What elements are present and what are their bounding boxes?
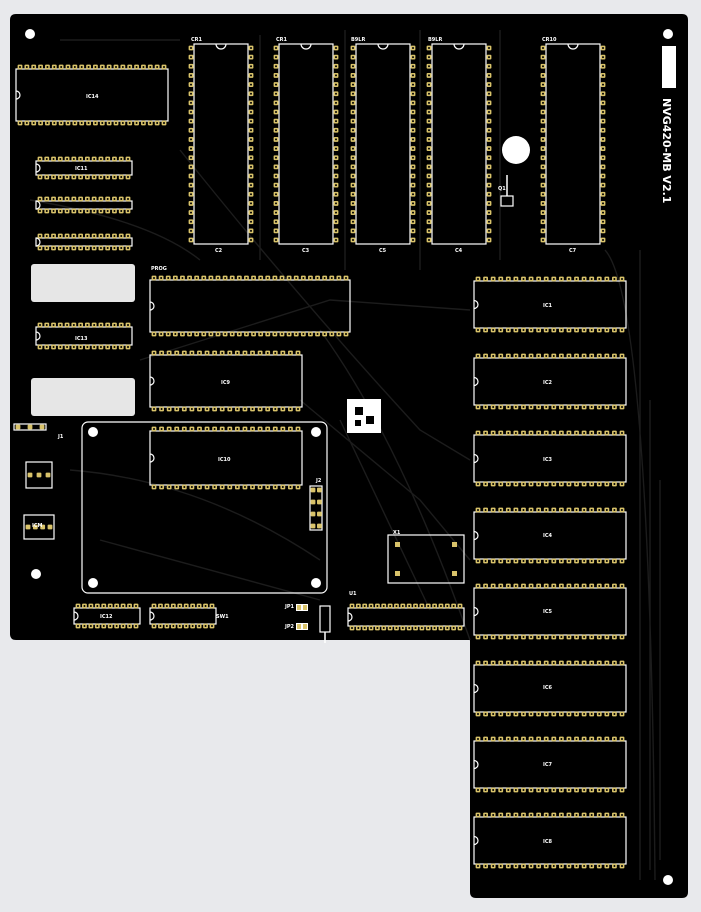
chip-ic9 — [149, 350, 303, 412]
socket-label-5: CR10 — [542, 37, 557, 43]
chip-labels: IC14 IC11 IC9 IC10 IC12 IC13 IC1 IC2 IC3… — [32, 94, 553, 845]
cap-label-c2: C2 — [215, 248, 223, 254]
chip-label-ic9: IC9 — [221, 380, 231, 386]
transistor-q1 — [500, 175, 514, 207]
chip-ic14 — [15, 64, 169, 126]
chip-prog — [149, 275, 351, 337]
pin-pad — [40, 524, 46, 530]
pin-pad — [45, 472, 51, 478]
chip-label-ic1: IC1 — [543, 303, 553, 309]
silk-blank-2 — [31, 378, 135, 416]
crystal-x1: X1 — [387, 530, 465, 584]
u1-label: U1 — [349, 591, 357, 597]
chip-ic2 — [473, 353, 627, 410]
cap-label-c3: C3 — [302, 248, 310, 254]
chip-label-ic12: IC12 — [100, 614, 113, 620]
chip-u1 — [347, 603, 465, 631]
jp2-label: JP2 — [284, 624, 295, 630]
chip-ic1 — [473, 276, 627, 333]
silk-blank-1 — [31, 264, 135, 302]
chip-ic11 — [35, 156, 133, 180]
pin-pad — [27, 424, 33, 430]
chip-label-ic4: IC4 — [543, 533, 553, 539]
pin-pad — [47, 524, 53, 530]
chip-ic7 — [473, 736, 627, 793]
socket-5 — [540, 43, 606, 245]
socket-4 — [426, 43, 492, 245]
chip-c2 — [35, 233, 133, 251]
chip-ic13 — [35, 322, 133, 350]
chip-label-icm: ICM — [32, 523, 43, 529]
pin-pad — [310, 487, 316, 493]
chip-label-ic10: IC10 — [218, 457, 231, 463]
title-silk-bar — [662, 46, 676, 88]
logo-mark — [347, 399, 381, 433]
chip-label-ic5: IC5 — [543, 609, 553, 615]
socket-2 — [273, 43, 339, 245]
cap-label-c7: C7 — [569, 248, 577, 254]
chip-ic5 — [473, 583, 627, 640]
chip-label-ic11: IC11 — [75, 166, 88, 172]
pcb-substrate — [10, 14, 688, 898]
pin-pad — [15, 424, 21, 430]
pin-pad — [39, 424, 45, 430]
chip-ic6 — [473, 660, 627, 717]
chip-label-ic14: IC14 — [86, 94, 99, 100]
j2-header — [309, 485, 323, 531]
resistor-row — [25, 461, 53, 489]
trace-layer — [29, 30, 661, 881]
jp1-label: JP1 — [284, 604, 295, 610]
chip-ic8 — [473, 812, 627, 869]
chip-sw — [149, 603, 217, 629]
socket-label-1: CR1 — [191, 37, 203, 43]
chip-ic4 — [473, 507, 627, 564]
socket-label-2: CR1 — [276, 37, 288, 43]
pin-pad — [310, 511, 316, 517]
board-title: NVG420-MB V2.1 — [660, 98, 673, 203]
pin-pad — [32, 524, 38, 530]
j2-label: J2 — [315, 478, 322, 484]
pin-pad — [317, 499, 322, 505]
chip-label-ic3: IC3 — [543, 457, 553, 463]
chip-ic12 — [73, 603, 141, 629]
pin-pad — [27, 472, 33, 478]
chip-ic3 — [473, 430, 627, 487]
x1-label: X1 — [393, 530, 401, 536]
jumper-jp1 — [296, 604, 308, 611]
socket-label-4: B9LR — [428, 37, 442, 43]
socket-1 — [188, 43, 254, 245]
chip-label-ic13: IC13 — [75, 336, 88, 342]
mounting-holes — [25, 29, 673, 885]
chip-label-ic8: IC8 — [543, 839, 553, 845]
chip-c1 — [35, 196, 133, 214]
socket-label-3: B9LR — [351, 37, 365, 43]
chip-ic10 — [149, 426, 303, 490]
socket-labels: CR1 CR1 B9LR B9LR CR10 C2 C3 C5 C4 C7 U1… — [57, 37, 577, 630]
pin-pad — [310, 499, 316, 505]
pin-pad — [317, 487, 322, 493]
pin-pad — [310, 523, 316, 529]
chip-label-ic7: IC7 — [543, 762, 553, 768]
j1-header — [13, 423, 47, 431]
cap-label-c4: C4 — [455, 248, 463, 254]
chip-label-ic6: IC6 — [543, 685, 553, 691]
pin-pad — [25, 524, 31, 530]
chip-label-prog: PROG — [151, 266, 167, 272]
component-c9 — [319, 605, 331, 643]
pin-pad — [317, 523, 322, 529]
daughter-board-outline — [81, 421, 328, 594]
jumper-jp2 — [296, 623, 308, 630]
pin-pad — [317, 511, 322, 517]
q1-label: Q1 — [498, 186, 506, 192]
pin-pad — [36, 472, 42, 478]
socket-3 — [350, 43, 416, 245]
j1-label: J1 — [57, 434, 64, 440]
icm — [23, 514, 55, 540]
sw-label: SW1 — [216, 614, 229, 620]
chip-layer — [13, 43, 627, 869]
chip-label-ic2: IC2 — [543, 380, 553, 386]
cap-label-c5: C5 — [379, 248, 387, 254]
